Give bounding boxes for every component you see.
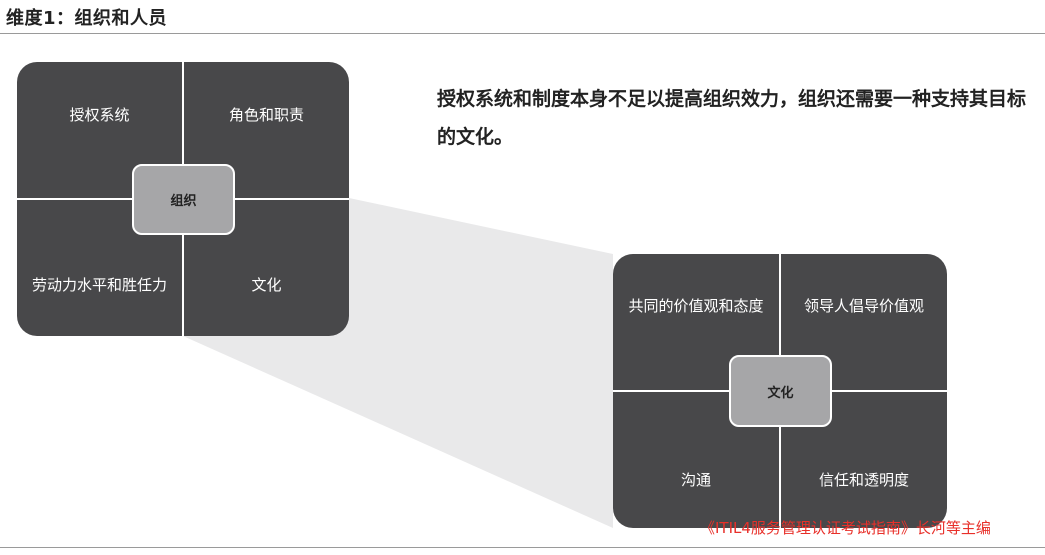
center-organization: 组织 [132,164,235,235]
quadrant-communication: 沟通 [680,470,711,489]
quadrant-culture: 文化 [251,275,282,294]
quadrant-workforce-competencies: 劳动力水平和胜任力 [31,275,167,294]
top-divider [0,33,1045,34]
culture-grid: 共同的价值观和态度 领导人倡导价值观 沟通 信任和透明度 文化 [613,254,947,528]
organization-grid: 授权系统 角色和职责 劳动力水平和胜任力 文化 组织 [17,62,349,336]
bottom-divider [0,547,1045,548]
quadrant-authority-systems: 授权系统 [69,105,130,124]
quadrant-trust-transparency: 信任和透明度 [818,470,909,489]
quadrant-leadership-values: 领导人倡导价值观 [803,296,924,315]
quadrant-shared-values: 共同的价值观和态度 [628,296,764,315]
page-title: 维度1：组织和人员 [6,8,168,29]
quadrant-roles-responsibilities: 角色和职责 [228,105,304,124]
statement-text: 授权系统和制度本身不足以提高组织效力，组织还需要一种支持其目标的文化。 [437,88,1027,148]
center-culture: 文化 [729,355,832,427]
source-citation: 《ITIL4服务管理认证考试指南》长河等主编 [700,519,991,537]
